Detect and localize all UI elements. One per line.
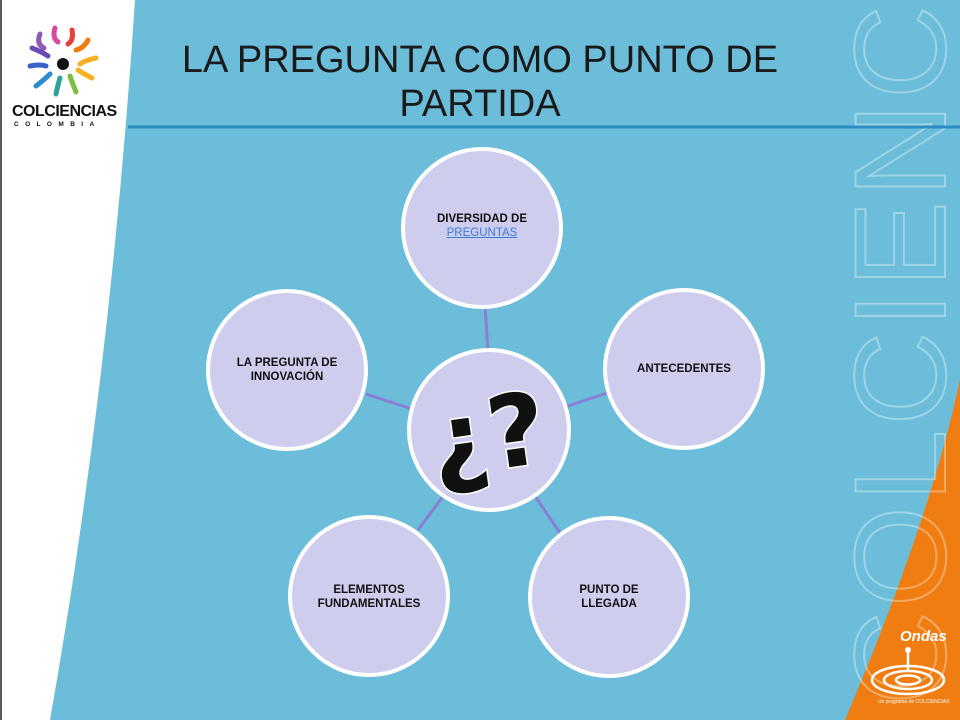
slide-title-line-1: LA PREGUNTA COMO PUNTO DE	[181, 39, 779, 81]
node-circle-bottom-right	[528, 516, 690, 678]
node-label-bottom-left-line1: ELEMENTOS	[333, 584, 405, 596]
node-circle-left	[206, 289, 368, 451]
node-label-bottom-left: ELEMENTOS FUNDAMENTALES	[299, 583, 439, 611]
node-label-left: LA PREGUNTA DE INNOVACIÓN	[217, 356, 357, 384]
center-symbol: ¿?	[422, 369, 553, 501]
node-label-bottom-right-line1: PUNTO DE	[579, 584, 639, 596]
node-label-bottom-left-line2: FUNDAMENTALES	[317, 598, 421, 610]
node-label-left-line1: LA PREGUNTA DE	[236, 357, 338, 369]
node-label-bottom-right: PUNTO DE LLEGADA	[539, 583, 679, 611]
connectors	[365, 305, 611, 534]
ondas-logo-name: Ondas	[900, 628, 947, 645]
node-label-top-link[interactable]: PREGUNTAS	[446, 227, 518, 239]
watermark-text: COLCIENCIAS	[827, 0, 960, 705]
ondas-logo	[870, 652, 946, 696]
orange-accent	[845, 380, 960, 720]
node-label-top-line1: DIVERSIDAD DE	[436, 213, 528, 225]
slide-title: LA PREGUNTA COMO PUNTO DE PARTIDA	[120, 38, 840, 126]
node-circle-bottom-left	[288, 515, 450, 677]
colciencias-logo-mark	[27, 25, 99, 97]
node-label-right-line1: ANTECEDENTES	[637, 363, 731, 375]
colciencias-logo-country: COLOMBIA	[14, 121, 101, 128]
node-label-top: DIVERSIDAD DE PREGUNTAS	[412, 212, 552, 240]
node-label-bottom-right-line2: LLEGADA	[581, 598, 637, 610]
node-label-right: ANTECEDENTES	[614, 362, 754, 376]
colciencias-logo-name: COLCIENCIAS	[12, 103, 117, 120]
center-circle	[407, 348, 571, 512]
slide-title-line-2: PARTIDA	[399, 83, 561, 125]
node-circle-top	[401, 147, 563, 309]
node-circle-right	[603, 288, 765, 450]
ondas-logo-tagline: Un programa de COLCIENCIAS	[878, 699, 950, 705]
node-label-left-line2: INNOVACIÓN	[250, 371, 324, 383]
node-circles	[206, 147, 765, 678]
